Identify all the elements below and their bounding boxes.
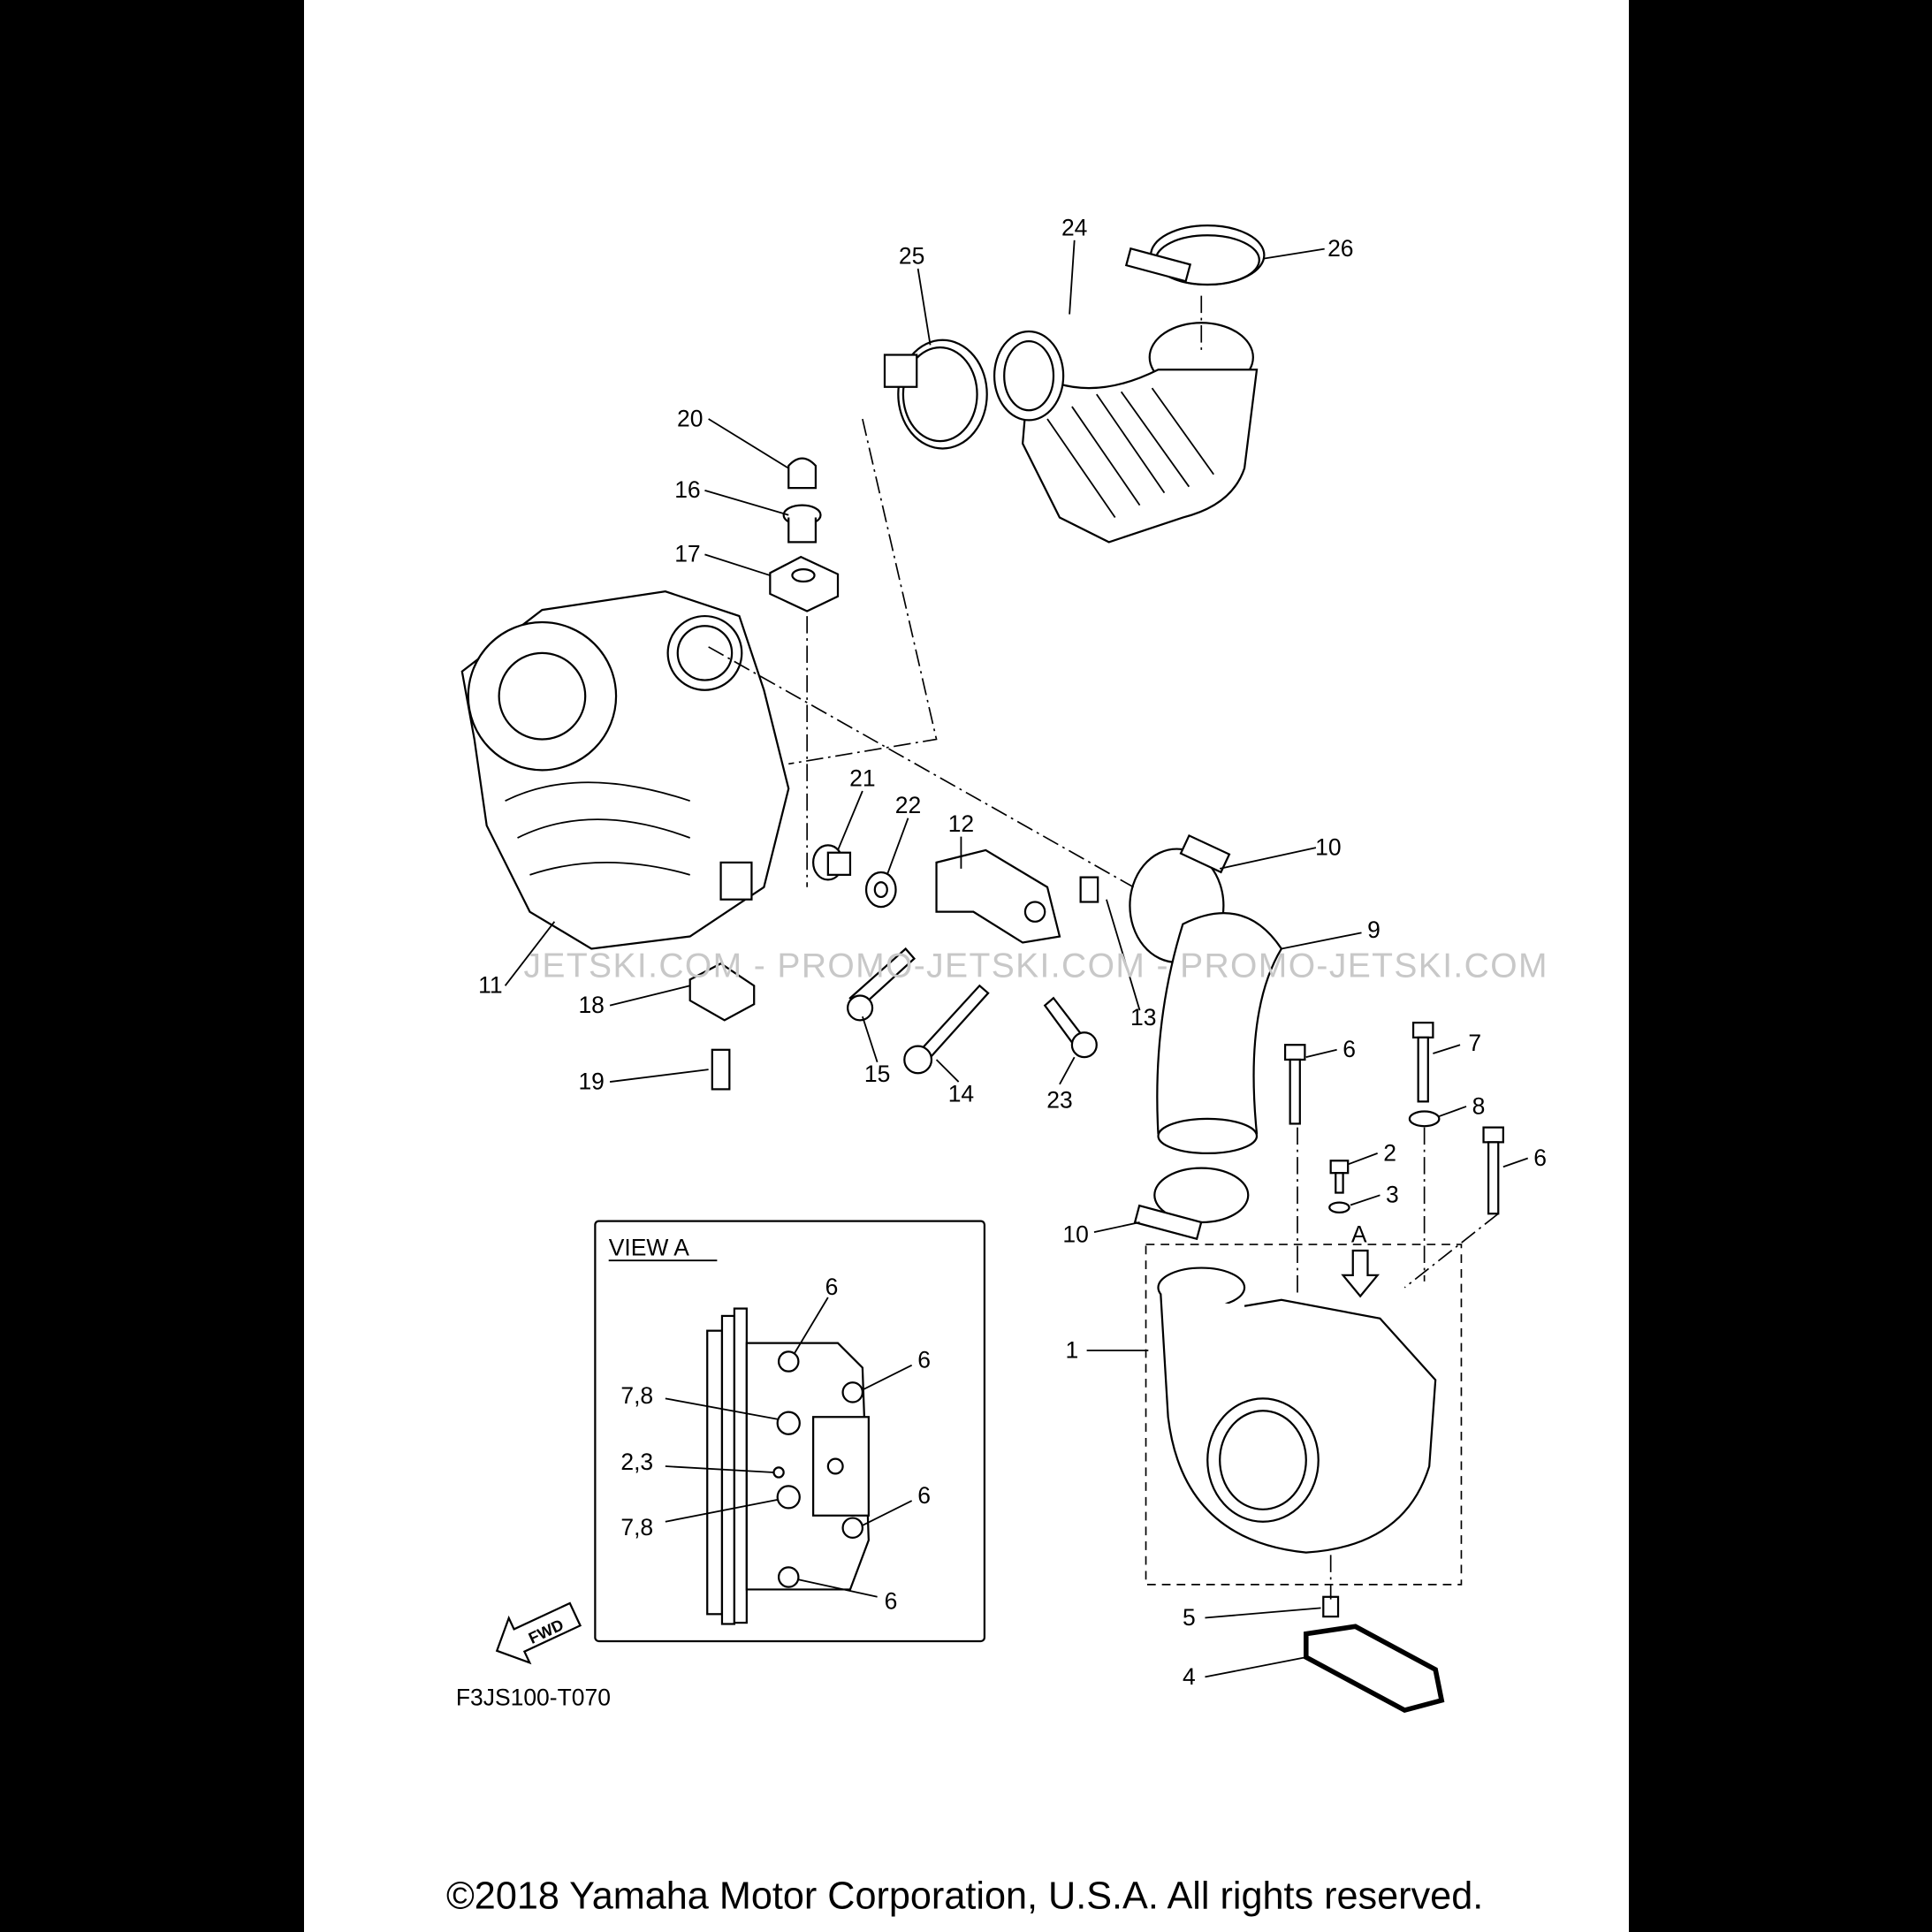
callout-6-a: 6 (1343, 1036, 1356, 1062)
part-5-dowel[interactable] (1322, 1595, 1340, 1618)
callout-19: 19 (578, 1068, 604, 1094)
callout-21: 21 (849, 764, 875, 791)
callout-3: 3 (1386, 1182, 1399, 1208)
callout-18: 18 (578, 992, 604, 1018)
view-a-label-6-bottom: 6 (885, 1588, 898, 1615)
callout-2: 2 (1383, 1139, 1396, 1166)
callout-26: 26 (1327, 235, 1353, 262)
callout-11: 11 (478, 972, 502, 999)
part-1-turbo-housing[interactable] (1145, 1244, 1463, 1586)
callout-13: 13 (1130, 1004, 1156, 1031)
copyright-notice: ©2018 Yamaha Motor Corporation, U.S.A. A… (446, 1875, 1483, 1918)
part-23-bolt[interactable] (1043, 996, 1098, 1059)
callout-23: 23 (1046, 1086, 1072, 1113)
callout-24: 24 (1061, 214, 1087, 240)
part-15-bolt[interactable] (847, 947, 917, 1022)
callout-8: 8 (1472, 1092, 1486, 1119)
part-18-plate[interactable] (688, 962, 756, 1022)
part-12-bracket[interactable] (935, 848, 1061, 944)
view-a-label-2-3: 2,3 (620, 1449, 653, 1475)
view-a-label-6-right-upper: 6 (917, 1346, 931, 1373)
fwd-arrow-icon: FWD (495, 1601, 582, 1665)
part-22-grommet[interactable] (864, 871, 897, 909)
part-19-stud[interactable] (711, 1048, 731, 1091)
callout-22: 22 (895, 792, 921, 818)
part-3-washer[interactable] (1328, 1201, 1350, 1213)
part-16-collar[interactable] (782, 504, 822, 544)
part-6-bolt-b[interactable] (1482, 1126, 1504, 1215)
part-26-clamp[interactable] (1124, 224, 1266, 286)
drawing-code: F3JS100-T070 (456, 1684, 611, 1710)
view-a-title: VIEW A (609, 1235, 690, 1261)
callout-16: 16 (674, 476, 700, 503)
callout-view-a: A (1351, 1221, 1367, 1247)
view-a-panel: VIEW A 6 6 7,8 2,3 7,8 6 6 (594, 1220, 986, 1643)
part-6-bolt-a[interactable] (1283, 1044, 1306, 1125)
part-24-intake-hose[interactable] (993, 322, 1259, 544)
part-10-clamp-lower[interactable] (1133, 1167, 1250, 1241)
part-11-housing[interactable] (460, 590, 790, 950)
callout-20: 20 (677, 405, 703, 431)
part-13-collar[interactable] (1079, 876, 1099, 903)
part-2-bolt[interactable] (1329, 1160, 1350, 1194)
part-14-bolt[interactable] (903, 984, 990, 1075)
alignment-line (708, 295, 1499, 1600)
callout-5: 5 (1183, 1604, 1196, 1631)
callout-4: 4 (1183, 1663, 1196, 1690)
callout-10-upper: 10 (1315, 834, 1341, 861)
callout-1: 1 (1066, 1336, 1079, 1363)
part-25-clamp[interactable] (883, 338, 988, 450)
callout-7: 7 (1468, 1030, 1481, 1056)
part-8-washer[interactable] (1408, 1110, 1441, 1128)
leader-lines (504, 240, 1529, 1678)
view-a-label-6-top: 6 (825, 1274, 839, 1300)
part-4-gasket[interactable] (1303, 1624, 1445, 1714)
callout-9: 9 (1367, 917, 1381, 943)
view-a-label-6-right-lower: 6 (917, 1482, 931, 1509)
view-a-label-7-8-upper: 7,8 (620, 1382, 653, 1409)
callout-6-b: 6 (1533, 1145, 1547, 1171)
part-20-cap-nut[interactable] (787, 457, 818, 490)
callout-10-lower: 10 (1062, 1221, 1088, 1247)
part-21-collar[interactable] (812, 844, 852, 881)
callout-25: 25 (899, 242, 924, 269)
callout-12: 12 (948, 810, 974, 837)
part-17-grommet[interactable] (769, 555, 840, 612)
callout-17: 17 (674, 541, 700, 567)
callout-14: 14 (948, 1080, 974, 1107)
view-a-arrow-icon (1341, 1249, 1381, 1298)
callout-15: 15 (864, 1061, 890, 1087)
part-7-bolt[interactable] (1411, 1022, 1434, 1103)
watermark: JETSKI.COM - PROMO-JETSKI.COM - PROMO-JE… (524, 947, 1548, 985)
part-9-hose[interactable] (1156, 912, 1283, 1155)
view-a-label-7-8-lower: 7,8 (620, 1514, 653, 1540)
